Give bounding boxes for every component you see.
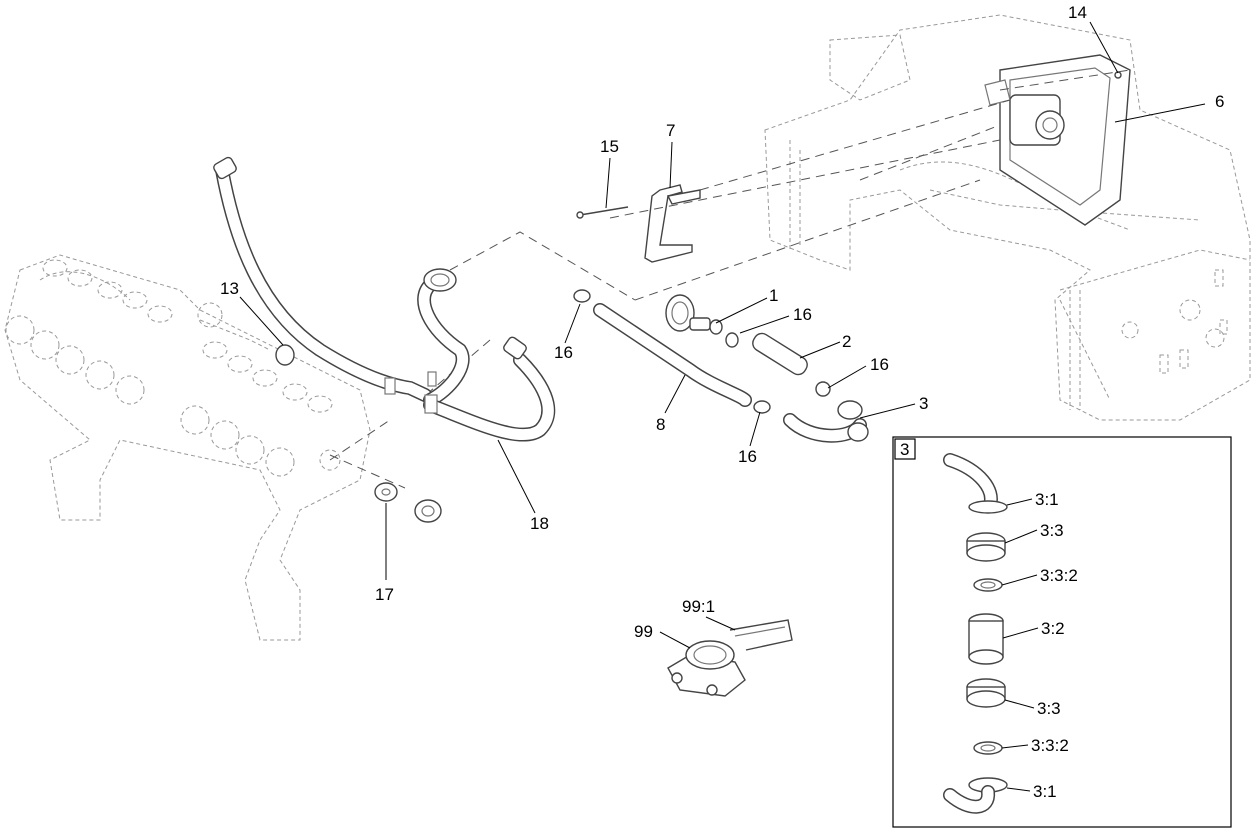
hose-8 — [573, 289, 771, 414]
detail-label-3-2: 3:2 — [1041, 619, 1065, 638]
manifold-ghost — [4, 254, 371, 641]
callout-6: 6 — [1215, 92, 1224, 111]
leader-lines — [239, 21, 1206, 649]
callout-7: 7 — [666, 121, 675, 140]
callout-1: 1 — [769, 286, 778, 305]
tube-2 — [752, 332, 831, 397]
callout-16-a: 16 — [793, 305, 812, 324]
callout-99-1: 99:1 — [682, 597, 715, 616]
sensor-99 — [667, 619, 793, 697]
detail-tag: 3 — [900, 440, 909, 459]
assembly-lines — [329, 69, 1131, 489]
detail-view-3: 3 3:1 3:3 3:3:2 — [892, 436, 1232, 828]
clip-13 — [275, 344, 295, 366]
detail-label-3-3-2-top: 3:3:2 — [1040, 566, 1078, 585]
detail-label-3-3-2-bottom: 3:3:2 — [1031, 736, 1069, 755]
callout-8: 8 — [656, 415, 665, 434]
callout-18: 18 — [530, 514, 549, 533]
callout-16-b: 16 — [870, 355, 889, 374]
bracket — [644, 184, 701, 263]
callout-labels: 14 6 7 15 1 16 2 16 3 16 8 16 13 17 18 9… — [220, 3, 1224, 641]
callout-99: 99 — [634, 622, 653, 641]
callout-17: 17 — [375, 585, 394, 604]
valve-plate — [984, 54, 1131, 226]
grommet-17 — [374, 482, 442, 523]
callout-16-d: 16 — [738, 447, 757, 466]
detail-label-3-3-bottom: 3:3 — [1037, 699, 1061, 718]
fitting-1 — [665, 294, 739, 348]
elbow-assembly-3 — [783, 400, 869, 443]
callout-14: 14 — [1068, 3, 1087, 22]
hose-18 — [213, 156, 556, 442]
detail-label-3-1-bottom: 3:1 — [1033, 782, 1057, 801]
callout-2: 2 — [842, 332, 851, 351]
detail-label-3-3-top: 3:3 — [1040, 521, 1064, 540]
callout-16-c: 16 — [554, 343, 573, 362]
callout-3: 3 — [919, 394, 928, 413]
callout-15: 15 — [600, 137, 619, 156]
detail-label-3-1-top: 3:1 — [1035, 490, 1059, 509]
callout-13: 13 — [220, 279, 239, 298]
pin — [576, 206, 629, 219]
